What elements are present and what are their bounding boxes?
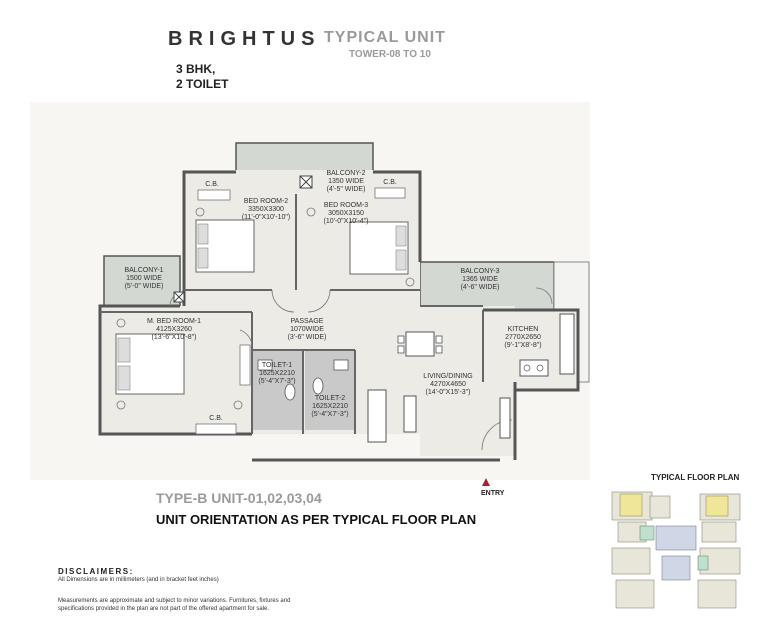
- balcony-1-dim: 1500 WIDE: [126, 275, 162, 282]
- bed-bedroom-3: [349, 221, 409, 275]
- unit-config: 3 BHK, 2 TOILET: [176, 62, 228, 92]
- bhk-line: 3 BHK,: [176, 62, 216, 76]
- cb-label-master: C.B.: [209, 415, 223, 422]
- balcony-3-name: BALCONY-3: [460, 268, 499, 275]
- unit-type-title: TYPE-B UNIT-01,02,03,04: [156, 490, 322, 506]
- disclaimers-heading: DISCLAIMERS:: [58, 567, 134, 576]
- toilet-2-name: TOILET-2: [315, 395, 345, 402]
- toilet-1-dim: 1625X2210: [259, 370, 295, 377]
- living-dining-name: LIVING/DINING: [423, 373, 472, 380]
- toilet-2-dim-ft: (5'-4"X7'-3"): [311, 411, 348, 418]
- entry-arrow-icon: [482, 478, 490, 486]
- toilet-1-name: TOILET-1: [262, 362, 292, 369]
- bed-bedroom-2: [195, 219, 255, 273]
- bed-master: [115, 333, 185, 395]
- bedroom-3-dim: 3050X3150: [328, 210, 364, 217]
- master-bedroom-name: M. BED ROOM-1: [147, 318, 201, 325]
- wardrobes: [195, 187, 406, 435]
- kitchen-counter: [519, 313, 575, 377]
- passage-dim: 1070WIDE: [290, 326, 324, 333]
- planters: [116, 207, 415, 410]
- toilet-2-dim: 1625X2210: [312, 403, 348, 410]
- balcony-2-dim-ft: (4'-5" WIDE): [327, 186, 366, 193]
- outer-walls: [98, 170, 580, 462]
- typical-floor-plan-label: TYPICAL FLOOR PLAN: [651, 473, 740, 482]
- tower-subtitle: TOWER-08 TO 10: [349, 49, 431, 60]
- master-bedroom-dim-ft: (13'-6"X10'-8"): [152, 334, 197, 341]
- cb-label-bedroom-2: C.B.: [205, 181, 219, 188]
- kitchen-name: KITCHEN: [508, 326, 539, 333]
- balcony-2-dim: 1350 WIDE: [328, 178, 364, 185]
- inner-walls: [100, 194, 484, 434]
- living-dining-dim: 4270X4650: [430, 381, 466, 388]
- living-dining-dim-ft: (14'-0"X15'-3"): [426, 389, 471, 396]
- balcony-1-area: [103, 255, 181, 307]
- entry-label: ENTRY: [481, 490, 505, 497]
- dining-table: [397, 331, 443, 357]
- disclaimer-measurements: Measurements are approximate and subject…: [58, 598, 291, 612]
- toilet-fixtures: [257, 359, 349, 401]
- balcony-3-dim-ft: (4'-6" WIDE): [461, 284, 500, 291]
- balcony-1-name: BALCONY-1: [124, 267, 163, 274]
- room-labels: BALCONY-2 1350 WIDE (4'-5" WIDE) BED ROO…: [124, 170, 541, 422]
- toilet-line: 2 TOILET: [176, 77, 229, 91]
- passage-name: PASSAGE: [291, 318, 324, 325]
- bedroom-3-dim-ft: (10'-0"X10'-4"): [324, 218, 369, 225]
- disclaimer-dimensions: All Dimensions are in millimeters (and i…: [58, 577, 219, 583]
- brand-title: BRIGHTUS: [168, 28, 321, 50]
- bedroom-3-name: BED ROOM-3: [324, 202, 368, 209]
- balcony-2-name: BALCONY-2: [326, 170, 365, 177]
- balcony-3-dim: 1365 WIDE: [462, 276, 498, 283]
- balcony-1-dim-ft: (5'-0" WIDE): [125, 283, 164, 290]
- toilet-1-dim-ft: (5'-4"X7'-3"): [258, 378, 295, 385]
- typical-floor-plan-thumbnail: [606, 488, 756, 616]
- shafts: [173, 175, 313, 303]
- kitchen-dim-ft: (9'-1"X8'-8"): [504, 342, 541, 349]
- kitchen-dim: 2770X2650: [505, 334, 541, 341]
- bedroom-2-dim: 3350X3300: [248, 206, 284, 213]
- bedroom-2-name: BED ROOM-2: [244, 198, 288, 205]
- passage-dim-ft: (3'-6" WIDE): [288, 334, 327, 341]
- orientation-note: UNIT ORIENTATION AS PER TYPICAL FLOOR PL…: [156, 512, 477, 527]
- sofa-set: [367, 389, 511, 443]
- master-bedroom-dim: 4125X3260: [156, 326, 192, 333]
- typical-unit-title: TYPICAL UNIT: [324, 29, 446, 46]
- bedroom-2-dim-ft: (11'-0"X10'-10"): [242, 214, 290, 221]
- cb-label-bedroom-3: C.B.: [383, 179, 397, 186]
